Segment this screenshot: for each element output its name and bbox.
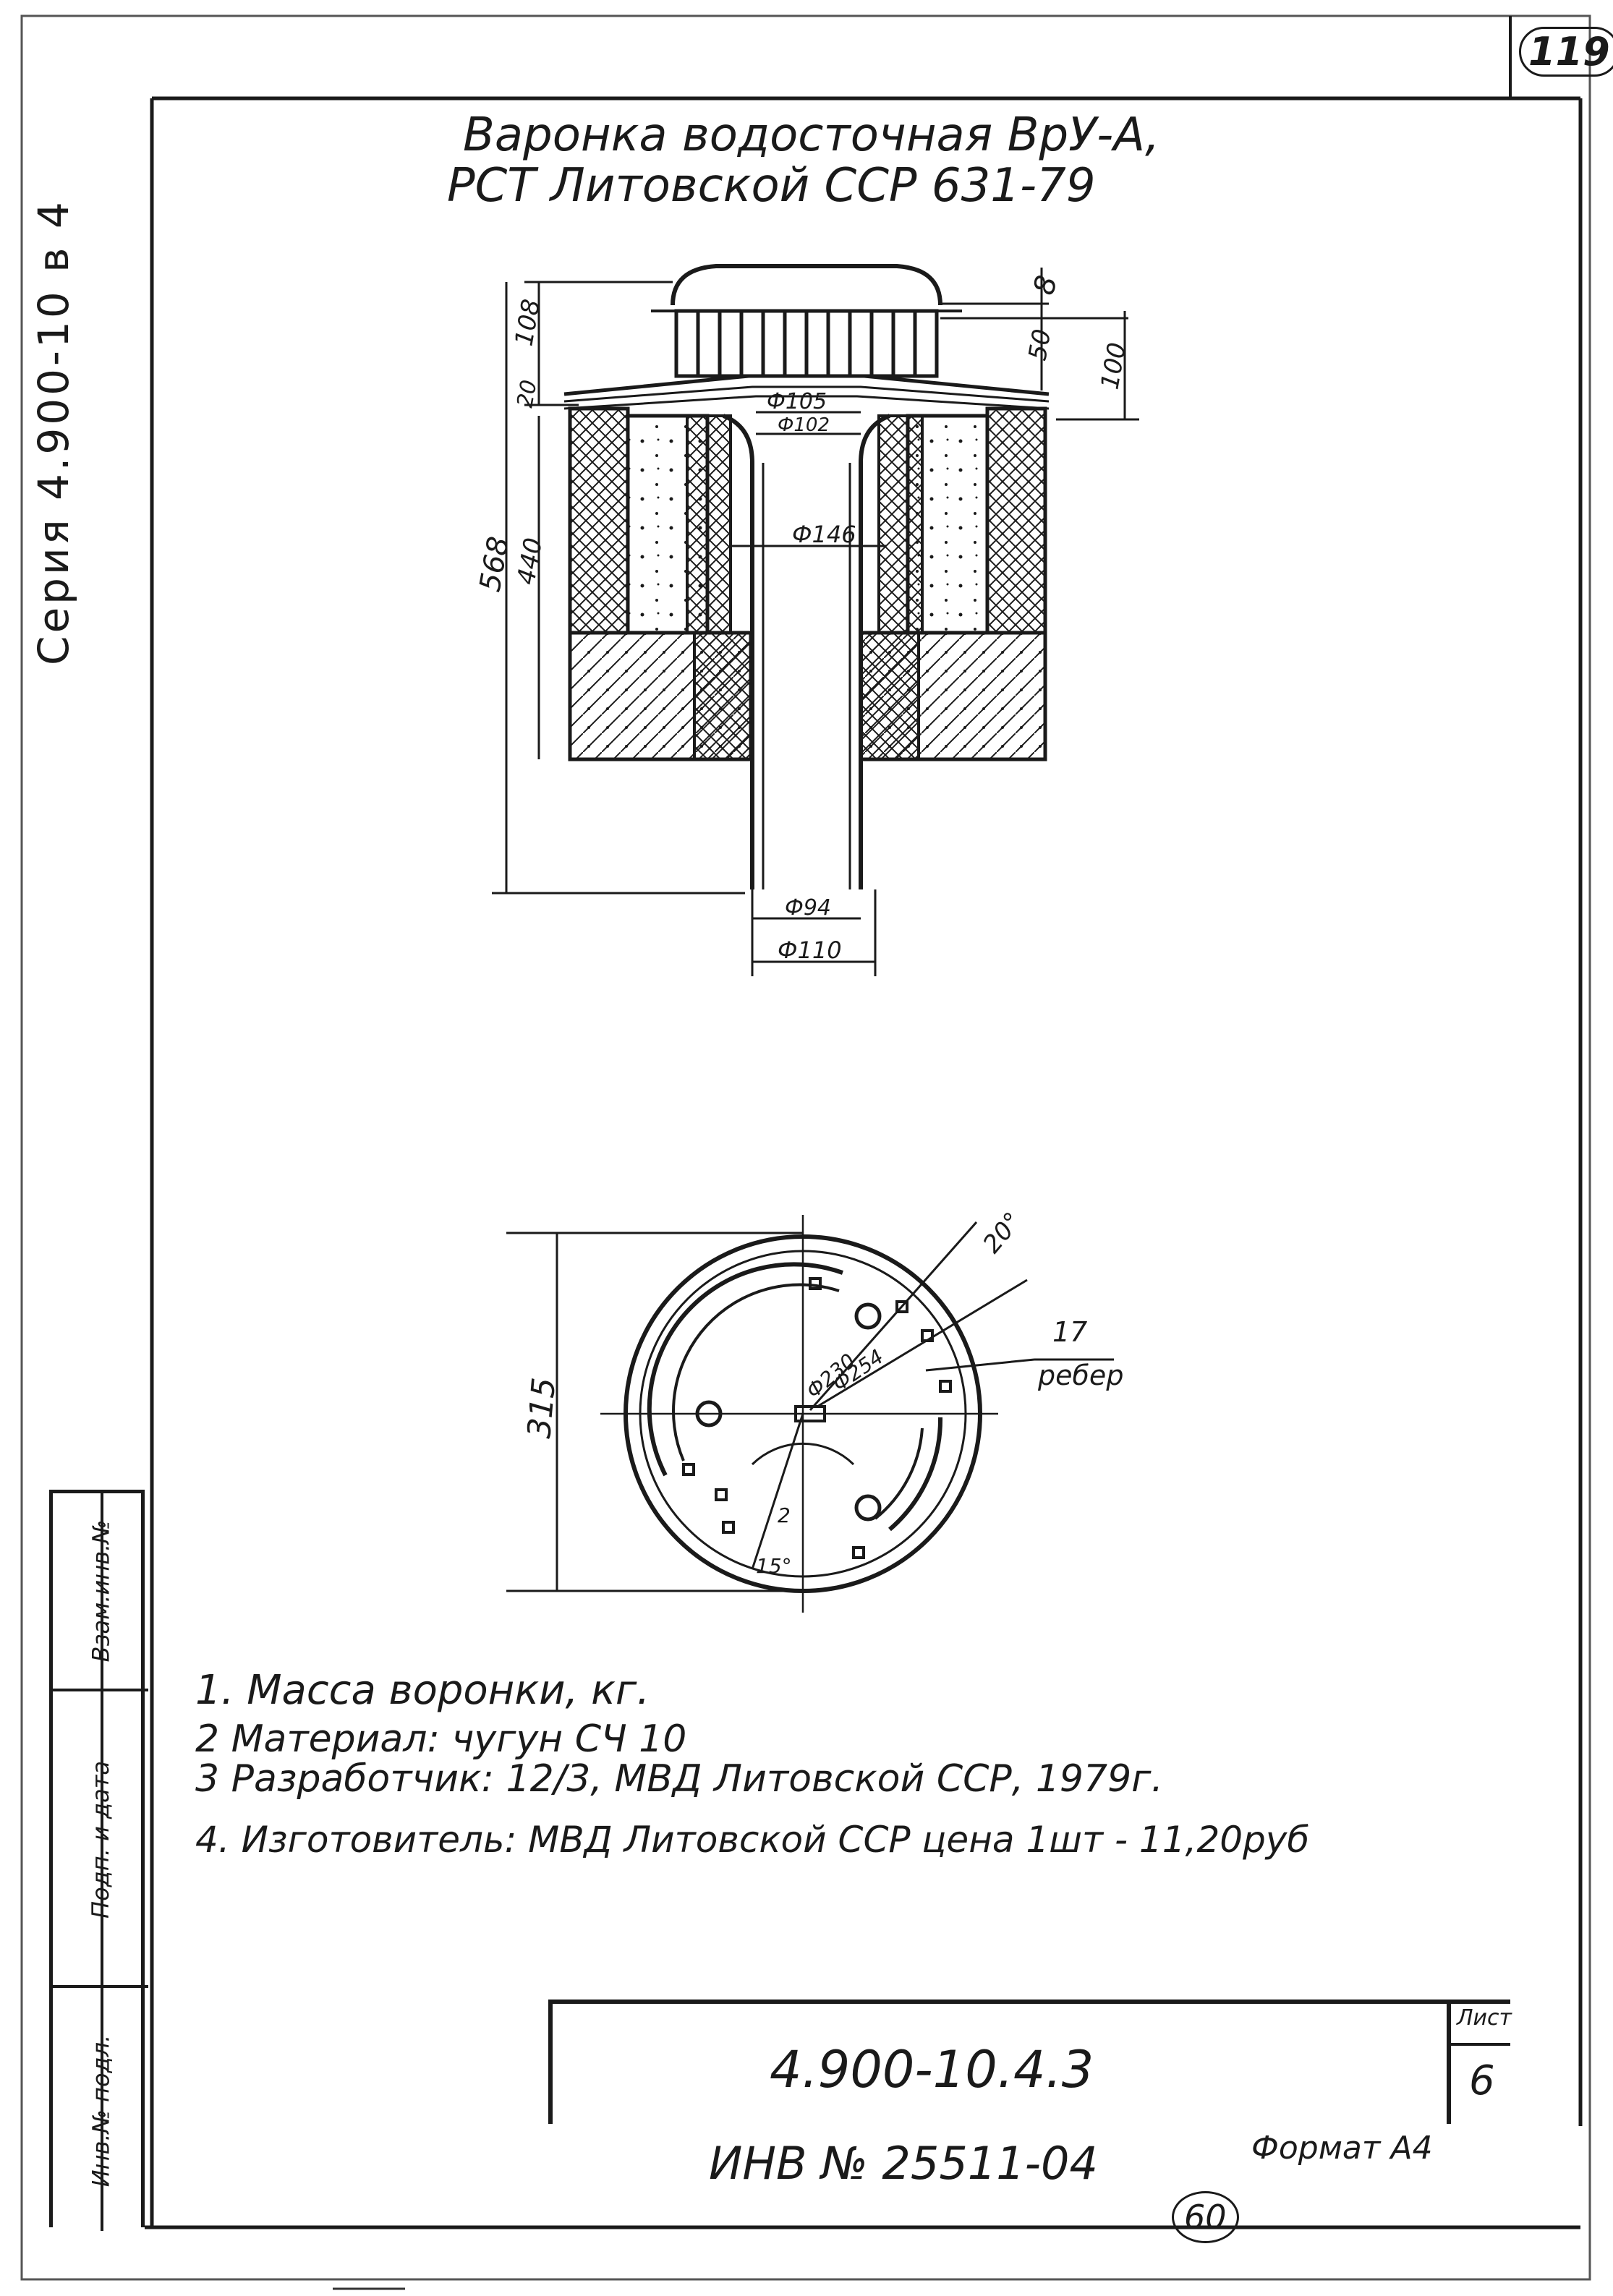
dim-phi94: Ф94 — [785, 895, 831, 921]
dim-315: 315 — [521, 1376, 563, 1440]
section-view-drawing: 8 50 100 108 20 568 440 Ф105 Ф102 Ф146 Ф… — [474, 264, 1139, 976]
drawing-title-line2: РСТ Литовской ССР 631-79 — [447, 159, 1096, 213]
circled-number: 60 — [1172, 2191, 1239, 2243]
dim-ribs-count: 17 — [1052, 1316, 1087, 1348]
plan-view-drawing: 315 20° 17 ребер Ф230 Ф254 15° 2 — [506, 1207, 1123, 1613]
dim-phi110: Ф110 — [778, 936, 842, 964]
page-number-top: 119 — [1519, 27, 1613, 77]
dim-phi146: Ф146 — [792, 521, 856, 548]
inventory-number: ИНВ № 25511-04 — [709, 2137, 1098, 2190]
drawing-title-line1: Варонка водосточная ВрУ-А, — [463, 108, 1160, 162]
note-3: 3 Разработчик: 12/3, МВД Литовской ССР, … — [195, 1757, 1164, 1801]
sheet-label: Лист — [1457, 2005, 1512, 2031]
dim-50: 50 — [1023, 327, 1057, 363]
dim-angle15: 15° — [756, 1554, 792, 1578]
sheet-box: Лист 6 — [1447, 2000, 1512, 2124]
title-block: 4.900-10.4.3 — [548, 2000, 1510, 2124]
side-stamp: Инв.№ подл. Подп. и дата Взам.инв.№ — [49, 1490, 148, 2231]
dim-small-label: 2 — [778, 1503, 791, 1527]
paper-format: Формат А4 — [1251, 2130, 1433, 2167]
dim-20: 20 — [512, 378, 542, 410]
dim-angle20: 20° — [977, 1207, 1027, 1259]
sheet-number: 6 — [1469, 2057, 1495, 2104]
note-4: 4. Изготовитель: МВД Литовской ССР цена … — [195, 1819, 1310, 1861]
dim-phi102: Ф102 — [778, 414, 830, 436]
dim-phi105: Ф105 — [767, 389, 827, 414]
note-2: 2 Материал: чугун СЧ 10 — [195, 1717, 687, 1761]
doc-code: 4.900-10.4.3 — [770, 2040, 1094, 2099]
dim-ribs-label: ребер — [1037, 1360, 1123, 1391]
note-1: 1. Масса воронки, кг. — [195, 1667, 650, 1714]
